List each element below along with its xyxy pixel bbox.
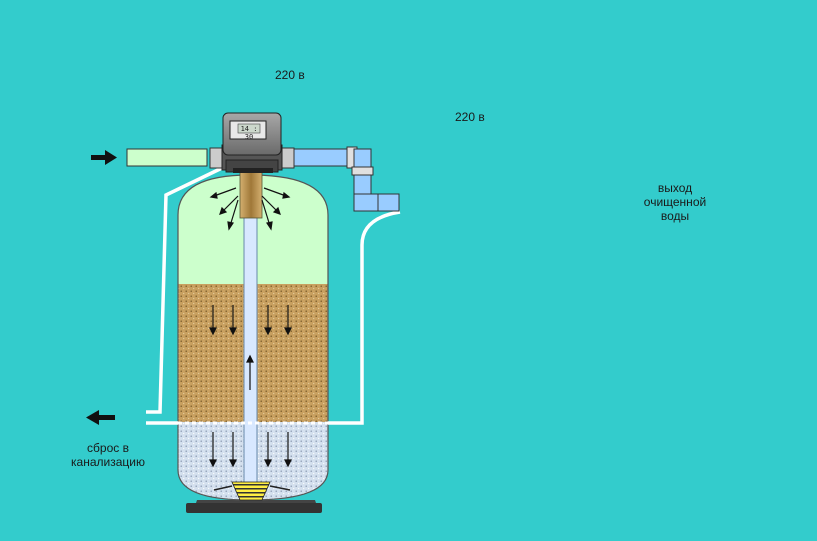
outlet-label-line3: воды: [660, 209, 690, 223]
clock-display: 14 : 30: [240, 125, 258, 141]
inlet-arrow-icon: [91, 150, 117, 165]
power-label-2: 220 в: [455, 110, 485, 124]
drain-label-line1: сброс в: [87, 441, 129, 455]
connecting-pipe: [291, 146, 400, 212]
outlet-label-line1: выход: [657, 181, 693, 195]
drain-label-line2: канализацию: [71, 455, 145, 469]
control-valve-1: [209, 112, 295, 173]
outlet-label-line2: очищенной: [643, 195, 707, 209]
outlet-label: выход очищенной воды: [635, 181, 715, 223]
drain-label: сброс в канализацию: [48, 441, 168, 469]
drain-arrow-icon: [86, 410, 115, 425]
filter-tank-1: [177, 169, 329, 513]
drain-line: [146, 166, 401, 425]
tank1-flow-arrows: [209, 187, 292, 468]
inlet-pipe: [126, 148, 208, 167]
power-label-1: 220 в: [275, 68, 305, 82]
